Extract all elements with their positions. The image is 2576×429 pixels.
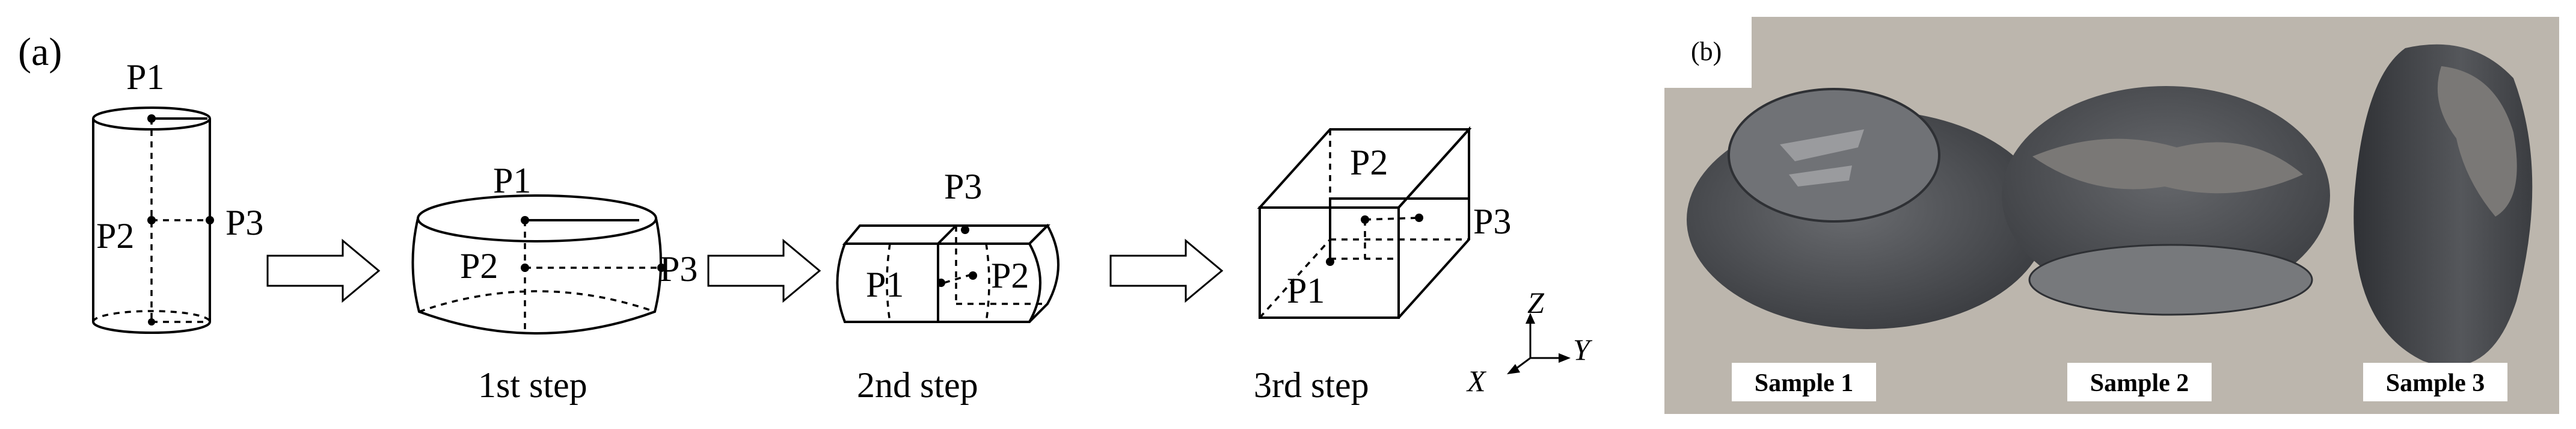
point-p3-marker [961, 226, 969, 234]
panel-b-photo: (b) Sample 1 Sample 2 Sample 3 [1664, 17, 2559, 414]
step1-barrel: P1 P2 P3 1st step [411, 161, 698, 405]
point-p1-marker [1326, 258, 1334, 266]
point-p3-marker [206, 216, 214, 224]
sample-1-label-box [1732, 363, 1876, 401]
stage0-p3-label: P3 [225, 203, 263, 242]
block-top-midline [937, 224, 957, 245]
box-side-face [1397, 126, 1470, 319]
sample-2-label: Sample 2 [2090, 369, 2189, 397]
step2-p1-label: P1 [866, 265, 904, 304]
block-inner-curve-right [985, 243, 990, 323]
barrel-bottom-back [419, 290, 655, 313]
stage0-p2-label: P2 [96, 216, 134, 256]
block-side-face [1028, 223, 1060, 323]
panel-a: (a) P1 P2 P3 [18, 30, 1593, 405]
x-arrow-icon [1507, 364, 1520, 374]
step2-p3-label: P3 [944, 167, 982, 206]
sample-2-specimen [2002, 86, 2330, 316]
panel-a-label: (a) [18, 30, 62, 74]
sample-3-specimen [2354, 44, 2533, 366]
box-center-line [1364, 217, 1420, 221]
axis-x-label: X [1466, 364, 1487, 398]
barrel-top-front [417, 218, 657, 242]
sample-3-label-box [2363, 363, 2507, 401]
step2-p2-label: P2 [991, 256, 1029, 295]
panel-b-label-box [1664, 17, 1752, 88]
arrow-right-icon [1109, 238, 1224, 303]
step3-p3-label: P3 [1473, 202, 1511, 241]
base-center-marker [148, 318, 155, 326]
coordinate-axes: Z Y X [1466, 286, 1593, 398]
sample-3-scale [2437, 66, 2517, 217]
cylinder-bottom-front [92, 321, 211, 334]
y-arrow-icon [1559, 353, 1571, 363]
sample-3-label: Sample 3 [2386, 369, 2485, 397]
axis-z-label: Z [1527, 286, 1545, 319]
point-p2-marker [147, 216, 156, 224]
point-p3-marker [1415, 214, 1423, 222]
point-p2-marker [969, 271, 977, 280]
step3-p1-label: P1 [1287, 271, 1325, 310]
step2-block: P3 P1 P2 2nd step [836, 167, 1060, 405]
arrow-right-icon [707, 238, 821, 303]
step3-box: P2 P3 P1 3rd step [1254, 126, 1511, 405]
point-p1-marker [147, 114, 156, 123]
z-arrow-icon [1526, 313, 1535, 324]
step2-caption: 2nd step [857, 365, 978, 405]
cylinder-bottom-back [92, 310, 211, 323]
step1-p1-label: P1 [493, 161, 531, 200]
sample-1-mark [1789, 165, 1852, 187]
barrel-outline [411, 194, 663, 335]
block-inner-curve-left [886, 243, 891, 323]
sample-1-top-face [1728, 88, 1940, 223]
sample-labels: Sample 1 Sample 2 Sample 3 [1732, 363, 2507, 401]
step3-p2-label: P2 [1350, 143, 1388, 182]
panel-b-label: (b) [1691, 37, 1722, 66]
step1-p3-label: P3 [660, 249, 698, 289]
step1-caption: 1st step [478, 365, 587, 405]
initial-cylinder: P1 P2 P3 [92, 57, 263, 334]
point-p1-marker [521, 216, 529, 224]
sample-2-scale [2032, 138, 2303, 194]
step3-caption: 3rd step [1254, 365, 1369, 405]
arrow-right-icon [266, 238, 381, 303]
point-p3-marker [657, 264, 666, 272]
point-p1-marker [937, 279, 945, 287]
point-p2-marker [521, 264, 529, 272]
stage0-p1-label: P1 [126, 57, 164, 97]
point-p2-marker [1361, 215, 1369, 224]
sample-1-mark [1780, 129, 1864, 161]
step1-p2-label: P2 [460, 246, 498, 286]
axis-y-label: Y [1573, 333, 1593, 366]
sample-1-label: Sample 1 [1755, 369, 1854, 397]
sample-2-flat-face [2028, 244, 2313, 316]
sample-2-label-box [2067, 363, 2212, 401]
sample-1-specimen [1687, 88, 2047, 329]
